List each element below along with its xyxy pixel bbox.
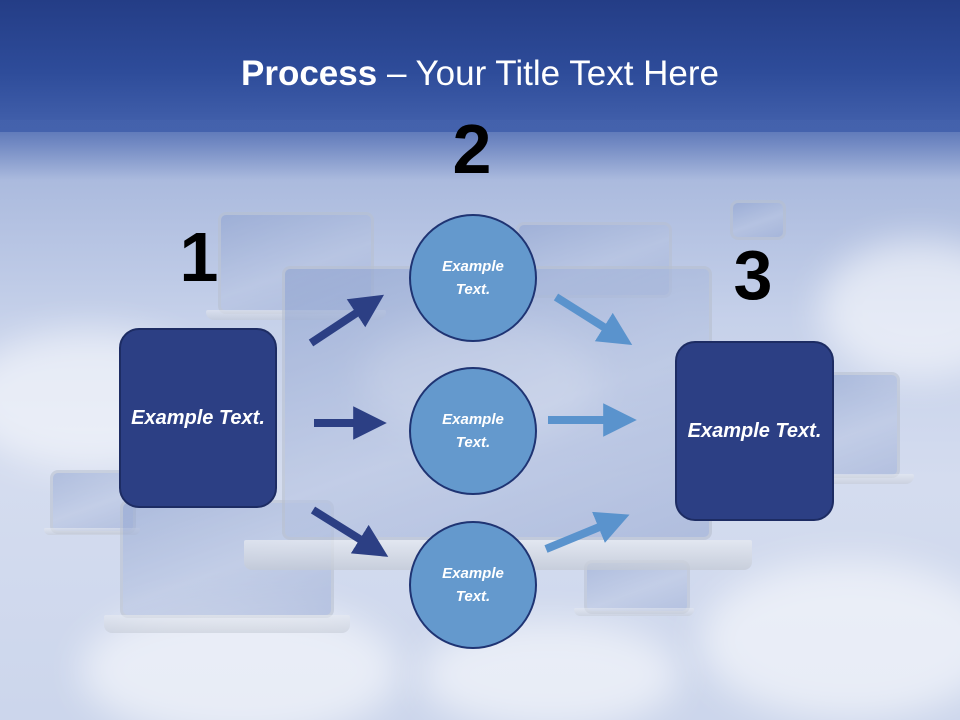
cloud-decoration	[700, 560, 960, 720]
process-box-left: Example Text.	[119, 328, 277, 508]
process-box-right: Example Text.	[675, 341, 834, 521]
title-banner-fade	[0, 120, 960, 180]
slide-title-bold: Process	[241, 54, 378, 93]
title-banner	[0, 0, 960, 132]
process-circle-1: Example Text.	[409, 214, 537, 342]
arrow-to-circle-1	[308, 294, 385, 347]
arrow-from-circle-1	[553, 293, 633, 345]
arrow-from-circle-3	[544, 511, 630, 553]
step-number-1: 1	[179, 218, 219, 296]
process-circle-3: Example Text.	[409, 521, 537, 649]
process-circle-2: Example Text.	[409, 367, 537, 495]
slide-title-rest: – Your Title Text Here	[377, 54, 719, 93]
arrow-to-circle-3	[310, 506, 389, 557]
slide-title: Process – Your Title Text Here	[0, 52, 960, 96]
step-number-2: 2	[452, 110, 492, 188]
step-number-3: 3	[733, 236, 773, 314]
